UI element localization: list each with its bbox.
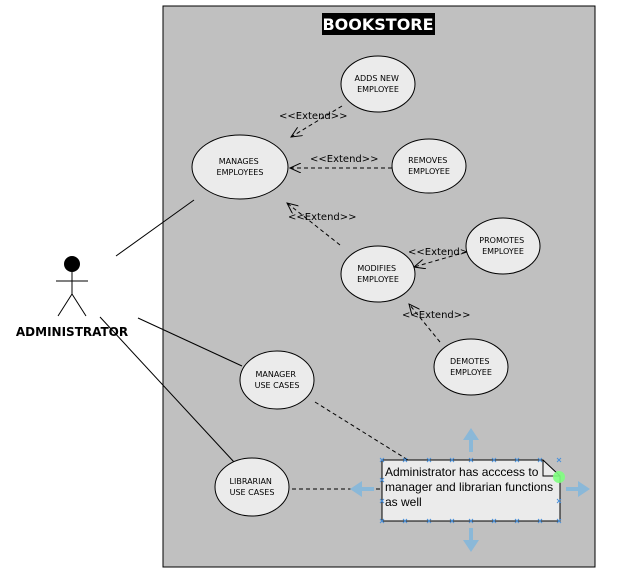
resize-handle[interactable] xyxy=(379,518,385,524)
connect-arrow-up-icon[interactable] xyxy=(463,428,479,452)
association-librarian-use-cases[interactable] xyxy=(99,316,235,463)
connection-point[interactable] xyxy=(553,471,565,483)
resize-handle[interactable] xyxy=(537,457,543,463)
actor-label: ADMINISTRATOR xyxy=(16,325,128,339)
use-case-adds-new-employee[interactable]: ADDS NEW EMPLOYEE xyxy=(340,55,416,113)
extend-modifies-to-manages[interactable] xyxy=(287,203,341,246)
use-case-label: LIBRARIAN USE CASES xyxy=(230,477,275,497)
resize-handle[interactable] xyxy=(402,518,408,524)
association-manager-use-cases[interactable] xyxy=(137,317,243,367)
extend-label-removes: <<Extend>> xyxy=(310,154,379,165)
connect-arrow-left-icon[interactable] xyxy=(350,481,374,497)
resize-handle[interactable] xyxy=(426,518,432,524)
association-manages-employees[interactable] xyxy=(115,199,195,257)
extend-label-adds: <<Extend>> xyxy=(279,111,348,122)
use-case-label: PROMOTES EMPLOYEE xyxy=(479,236,526,256)
use-case-demotes-employee[interactable]: DEMOTES EMPLOYEE xyxy=(433,338,509,396)
extend-demotes-to-modifies[interactable] xyxy=(409,304,441,343)
resize-handle[interactable] xyxy=(379,457,385,463)
note-link-manager[interactable] xyxy=(314,401,409,461)
administrator-actor[interactable] xyxy=(56,256,88,317)
note[interactable]: Administrator has acccess to manager and… xyxy=(381,459,561,522)
selection-handles[interactable] xyxy=(379,457,562,524)
use-case-label: DEMOTES EMPLOYEE xyxy=(450,357,492,377)
extend-label-promotes: <<Extend>> xyxy=(408,247,477,258)
note-text: Administrator has acccess to manager and… xyxy=(385,465,556,509)
resize-handle[interactable] xyxy=(514,518,520,524)
resize-handle[interactable] xyxy=(449,457,455,463)
extend-adds-to-manages[interactable] xyxy=(291,105,343,137)
note-body xyxy=(381,459,561,522)
resize-handle[interactable] xyxy=(402,457,408,463)
use-case-label: MODIFIES EMPLOYEE xyxy=(357,264,399,284)
use-case-label: MANAGES EMPLOYEES xyxy=(217,157,264,177)
resize-handle[interactable] xyxy=(426,457,432,463)
extend-promotes-to-modifies[interactable] xyxy=(414,251,467,267)
extend-label-modifies: <<Extend>> xyxy=(288,212,357,223)
use-case-modifies-employee[interactable]: MODIFIES EMPLOYEE xyxy=(340,245,416,303)
resize-handle[interactable] xyxy=(491,518,497,524)
use-case-label: ADDS NEW EMPLOYEE xyxy=(355,74,402,94)
use-case-removes-employee[interactable]: REMOVES EMPLOYEE xyxy=(391,138,467,194)
use-case-librarian-use-cases[interactable]: LIBRARIAN USE CASES xyxy=(214,457,290,517)
resize-handle[interactable] xyxy=(379,477,385,483)
extend-label-demotes: <<Extend>> xyxy=(402,310,471,321)
resize-handle[interactable] xyxy=(491,457,497,463)
resize-handle[interactable] xyxy=(556,518,562,524)
use-case-manager-use-cases[interactable]: MANAGER USE CASES xyxy=(239,350,315,410)
resize-handle[interactable] xyxy=(468,457,474,463)
resize-handle[interactable] xyxy=(514,457,520,463)
system-title-background xyxy=(322,13,435,35)
actor-head xyxy=(64,256,80,272)
use-case-label: MANAGER USE CASES xyxy=(255,370,300,390)
resize-handle[interactable] xyxy=(468,518,474,524)
resize-handle[interactable] xyxy=(537,518,543,524)
resize-handle[interactable] xyxy=(556,457,562,463)
resize-handle[interactable] xyxy=(449,518,455,524)
connect-arrow-down-icon[interactable] xyxy=(463,528,479,552)
use-case-manages-employees[interactable]: MANAGES EMPLOYEES xyxy=(191,134,289,200)
system-title: BOOKSTORE xyxy=(322,15,433,34)
resize-handle[interactable] xyxy=(379,498,385,504)
resize-handle[interactable] xyxy=(556,498,562,504)
use-case-label: REMOVES EMPLOYEE xyxy=(408,156,450,176)
connect-arrow-right-icon[interactable] xyxy=(566,481,590,497)
use-case-promotes-employee[interactable]: PROMOTES EMPLOYEE xyxy=(465,217,541,275)
